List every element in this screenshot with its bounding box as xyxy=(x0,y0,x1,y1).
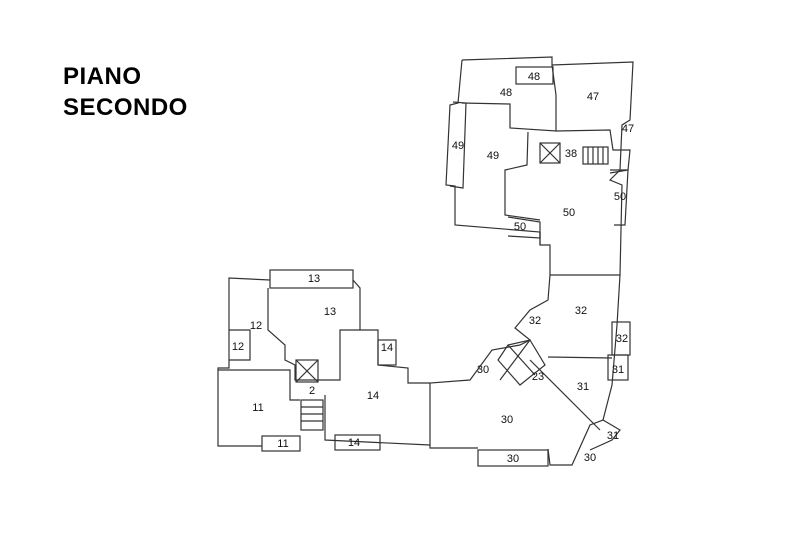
south-east-wing-walls xyxy=(429,274,631,467)
west-wing-walls xyxy=(217,269,431,452)
unit-label: 30 xyxy=(477,364,489,376)
unit-label: 30 xyxy=(507,453,519,465)
unit-label: 12 xyxy=(250,320,262,332)
unit-label: 32 xyxy=(616,333,628,345)
plan-title-line2: SECONDO xyxy=(63,94,188,121)
unit-label: 14 xyxy=(381,342,393,354)
unit-label: 23 xyxy=(532,371,544,383)
unit-label: 30 xyxy=(584,452,596,464)
unit-label: 11 xyxy=(277,438,288,450)
unit-label: 31 xyxy=(607,430,619,442)
unit-label: 11 xyxy=(252,402,263,414)
unit-label: 13 xyxy=(308,273,320,285)
unit-label: 32 xyxy=(529,315,541,327)
unit-label: 12 xyxy=(232,341,244,353)
unit-label: 14 xyxy=(367,390,379,402)
unit-label: 50 xyxy=(614,191,626,203)
unit-label: 47 xyxy=(622,123,634,135)
unit-label: 38 xyxy=(565,148,577,160)
unit-label: 49 xyxy=(452,140,464,152)
unit-label: 14 xyxy=(348,437,360,449)
unit-label: 50 xyxy=(514,221,526,233)
unit-label: 32 xyxy=(575,305,587,317)
unit-label: 48 xyxy=(500,87,512,99)
unit-label: 13 xyxy=(324,306,336,318)
north-wing-walls xyxy=(445,56,634,276)
unit-label: 2 xyxy=(309,385,315,397)
unit-label: 30 xyxy=(501,414,513,426)
plan-title-line1: PIANO xyxy=(63,63,142,90)
unit-label: 49 xyxy=(487,150,499,162)
unit-label: 31 xyxy=(612,364,624,376)
unit-label: 47 xyxy=(587,91,599,103)
unit-label: 31 xyxy=(577,381,589,393)
unit-label: 48 xyxy=(528,71,540,83)
unit-label: 50 xyxy=(563,207,575,219)
